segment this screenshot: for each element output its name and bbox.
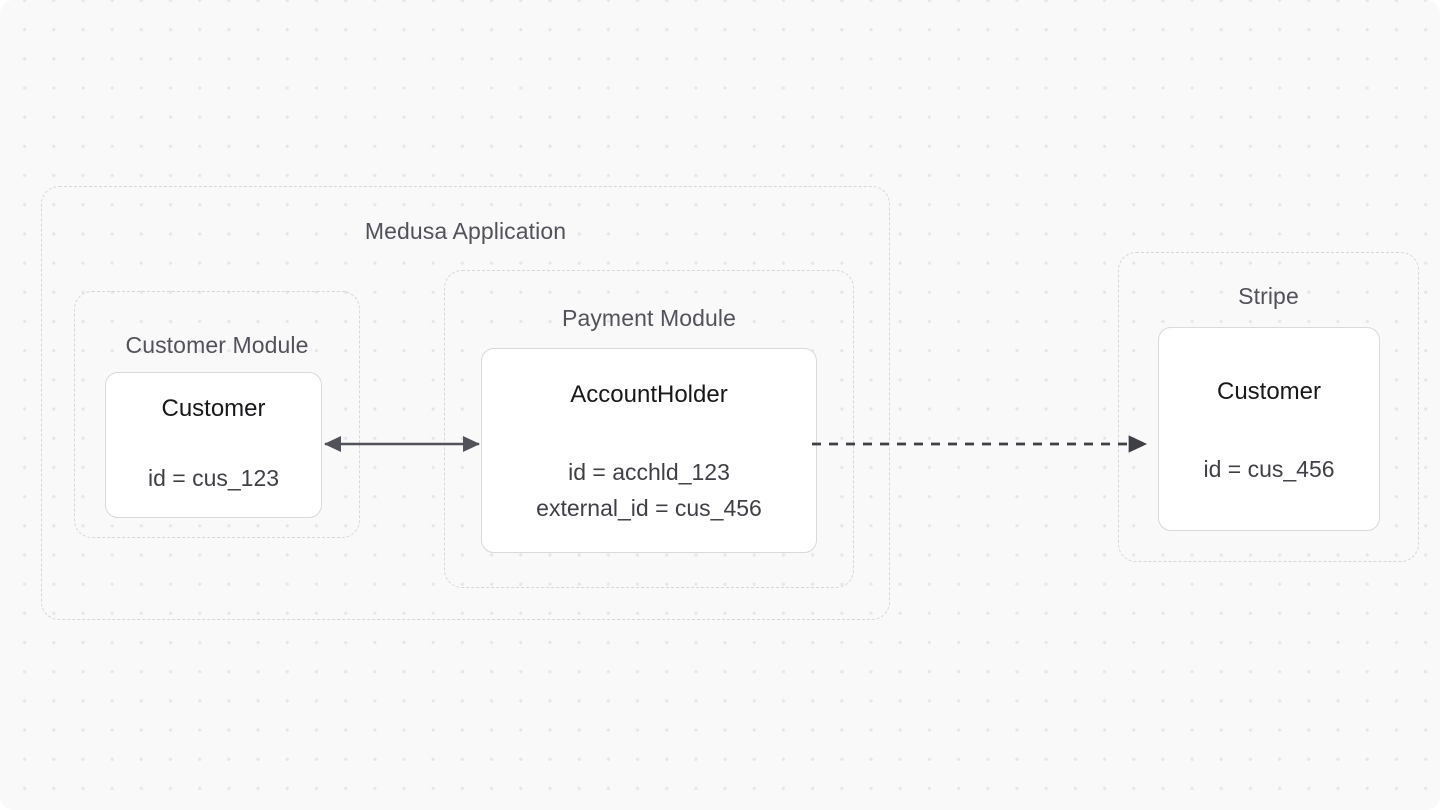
entity-card-stripe-customer[interactable]: Customer id = cus_456 [1158,327,1380,531]
entity-attribute: external_id = cus_456 [536,494,762,521]
entity-title: AccountHolder [570,381,728,408]
entity-attribute: id = cus_123 [147,464,280,491]
entity-attribute: id = acchld_123 [568,458,730,485]
entity-title: Customer [161,395,266,422]
entity-card-customer-module-customer[interactable]: Customer id = cus_123 [105,372,322,518]
entity-attribute-list: id = acchld_123 external_id = cus_456 [536,458,762,523]
entity-attribute-list: id = cus_456 [1203,455,1334,484]
group-customer-module[interactable]: Customer Module [74,291,360,538]
group-stripe[interactable]: Stripe [1118,252,1419,562]
group-label-payment-module: Payment Module [562,305,736,331]
group-label-customer-module: Customer Module [125,332,309,358]
group-label-stripe: Stripe [1238,283,1299,309]
entity-title: Customer [1216,378,1322,405]
entity-attribute: id = cus_456 [1203,455,1335,482]
connector-account-holder-to-stripe-arrow[interactable] [810,428,1165,460]
entity-attribute-list: id = cus_123 [148,464,279,493]
group-payment-module[interactable]: Payment Module [444,270,854,588]
group-label-medusa-application: Medusa Application [364,218,567,244]
group-medusa-application[interactable]: Medusa Application [41,186,890,620]
entity-card-account-holder[interactable]: AccountHolder id = acchld_123 external_i… [481,348,817,553]
connector-customer-to-account-holder-arrow[interactable] [312,426,492,462]
